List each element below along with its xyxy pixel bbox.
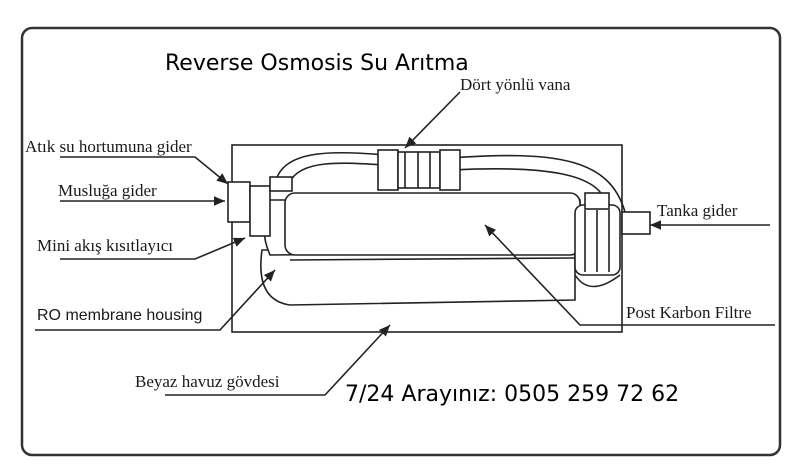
phone-number: 7/24 Arayınız: 0505 259 72 62 <box>345 382 679 407</box>
filter-housing <box>227 176 651 306</box>
hoses <box>274 151 626 213</box>
label-flow-restrictor: Mini akış kısıtlayıcı <box>37 236 173 255</box>
label-post-carbon: Post Karbon Filtre <box>626 303 752 322</box>
faucet-fitting <box>227 181 251 223</box>
label-waste-hose: Atık su hortumuna gider <box>25 137 192 156</box>
leader-lines <box>35 91 775 396</box>
tank-fitting <box>621 211 651 235</box>
label-to-tank: Tanka gider <box>657 201 738 220</box>
label-four-way-valve: Dört yönlü vana <box>460 75 571 94</box>
title: Reverse Osmosis Su Arıtma <box>165 51 469 76</box>
label-white-body: Beyaz havuz gövdesi <box>135 372 280 391</box>
label-to-faucet: Musluğa gider <box>58 181 157 200</box>
label-ro-housing: RO membrane housing <box>37 307 202 324</box>
four-way-valve <box>377 149 461 191</box>
outer-frame <box>20 26 782 457</box>
inner-frame <box>231 144 623 333</box>
